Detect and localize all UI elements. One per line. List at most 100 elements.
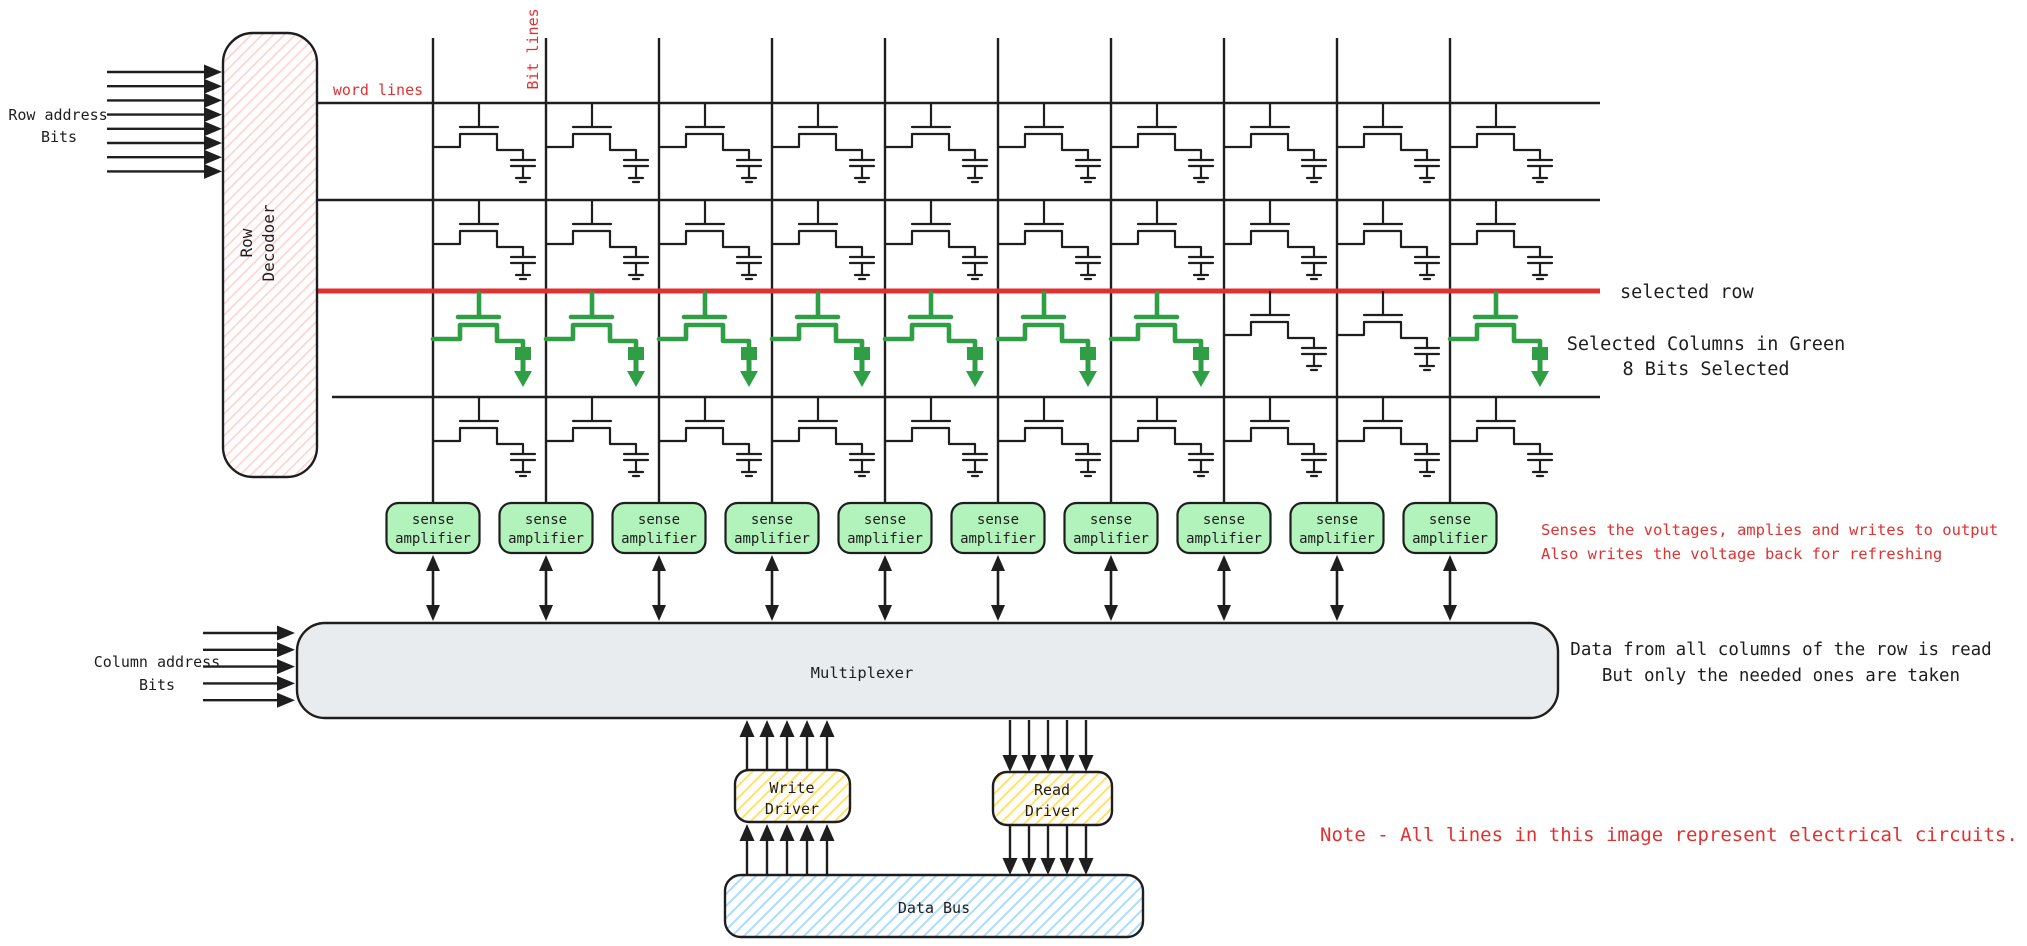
- arrowhead-right: [204, 64, 222, 80]
- bottom-note-label: Note - All lines in this image represent…: [1320, 824, 2018, 846]
- arrowhead-up: [739, 720, 755, 737]
- memory-cell: [883, 199, 989, 281]
- sense-amplifier-label-line1: sense: [977, 512, 1019, 528]
- transistor-channel: [1335, 426, 1429, 456]
- storage-capacitor: [1074, 452, 1102, 478]
- sense-mux-arrow: [878, 555, 892, 621]
- transistor-channel: [770, 426, 864, 456]
- transistor-gate: [1133, 290, 1180, 320]
- memory-cell: [657, 199, 763, 281]
- transistor-gate: [1136, 199, 1178, 226]
- sense-amplifier-label-line1: sense: [1429, 512, 1471, 528]
- sense-amplifier-label-line1: sense: [412, 512, 454, 528]
- transistor-channel: [656, 322, 752, 350]
- arrowhead-up: [819, 720, 835, 737]
- sense-amplifier-box: [1289, 501, 1385, 555]
- column-address-arrow: [203, 675, 295, 691]
- storage-capacitor: [741, 347, 757, 360]
- transistor-gate: [794, 290, 841, 320]
- driver-arrows-group: [739, 720, 1094, 875]
- storage-capacitor: [1532, 347, 1548, 360]
- arrowhead-right: [204, 78, 222, 94]
- arrowhead-up: [739, 824, 755, 841]
- storage-capacitor: [848, 158, 876, 184]
- arrowhead-up: [759, 720, 775, 737]
- transistor-channel: [996, 426, 1090, 456]
- transistor-channel: [544, 426, 638, 456]
- storage-capacitor: [1413, 346, 1441, 372]
- write-driver-label-line2: Driver: [765, 800, 819, 818]
- transistor-channel: [431, 426, 525, 456]
- transistor-gate: [1475, 102, 1517, 129]
- transistor-channel: [1448, 229, 1542, 259]
- arrowhead-up: [819, 824, 835, 841]
- storage-capacitor: [848, 452, 876, 478]
- memory-cell-selected: [1108, 290, 1210, 387]
- memory-cell: [544, 102, 650, 184]
- row-address-arrow: [107, 121, 222, 137]
- memory-cell: [1335, 396, 1441, 478]
- transistor-channel: [1109, 426, 1203, 456]
- arrowhead-up: [779, 720, 795, 737]
- sense-mux-arrow: [539, 555, 553, 621]
- transistor-channel: [1222, 320, 1316, 350]
- arrowhead-right: [204, 135, 222, 151]
- storage-capacitor: [1526, 158, 1554, 184]
- memory-cell: [431, 102, 537, 184]
- sense-amplifier-box: [724, 501, 820, 555]
- transistor-channel: [1448, 132, 1542, 162]
- storage-capacitor: [1300, 452, 1328, 478]
- discharge-arrowhead: [627, 371, 645, 387]
- storage-capacitor: [1413, 158, 1441, 184]
- transistor-gate: [797, 396, 839, 423]
- write-driver-label-line1: Write: [769, 779, 814, 797]
- row-address-arrow: [107, 64, 222, 80]
- storage-capacitor: [1074, 255, 1102, 281]
- mux-note-line1: Data from all columns of the row is read: [1570, 640, 1991, 660]
- arrowhead-up: [539, 555, 553, 571]
- memory-cell-selected: [995, 290, 1097, 387]
- sense-mux-arrow: [652, 555, 666, 621]
- transistor-gate: [458, 396, 500, 423]
- memory-cell-selected: [882, 290, 984, 387]
- row-address-label-line2: Bits: [41, 128, 77, 146]
- transistor-gate: [571, 199, 613, 226]
- storage-capacitor: [1187, 158, 1215, 184]
- transistor-gate: [1362, 102, 1404, 129]
- arrowhead-up: [1443, 555, 1457, 571]
- storage-capacitor: [1300, 346, 1328, 372]
- arrowhead-right: [204, 121, 222, 137]
- memory-cell: [544, 396, 650, 478]
- arrowhead-down: [1002, 755, 1018, 772]
- read-driver-to-bus-arrow: [1059, 825, 1075, 875]
- sense-amplifier-box: [950, 501, 1046, 555]
- memory-cell: [1335, 199, 1441, 281]
- sense-mux-arrow: [1330, 555, 1344, 621]
- transistor-channel: [1108, 322, 1204, 350]
- memory-cell: [770, 396, 876, 478]
- discharge-arrowhead: [740, 371, 758, 387]
- bit-lines-label: Bit lines: [524, 8, 542, 89]
- arrowhead-down: [1040, 858, 1056, 875]
- transistor-gate: [1475, 396, 1517, 423]
- data-bus-box: [723, 873, 1145, 939]
- sense-amplifier-box: [1063, 501, 1159, 555]
- arrowhead-right: [204, 92, 222, 108]
- sense-amplifier-label-line1: sense: [1090, 512, 1132, 528]
- read-driver-to-bus-arrow: [1078, 825, 1094, 875]
- read-driver-box: [991, 770, 1114, 827]
- bus-to-write-driver-arrow: [779, 824, 795, 875]
- discharge-arrowhead: [514, 371, 532, 387]
- storage-capacitor: [961, 158, 989, 184]
- sense-amplifier-label-line1: sense: [525, 512, 567, 528]
- transistor-channel: [544, 229, 638, 259]
- row-decoder-box: [221, 31, 319, 479]
- arrowhead-up: [765, 555, 779, 571]
- storage-capacitor: [622, 255, 650, 281]
- discharge-arrowhead: [853, 371, 871, 387]
